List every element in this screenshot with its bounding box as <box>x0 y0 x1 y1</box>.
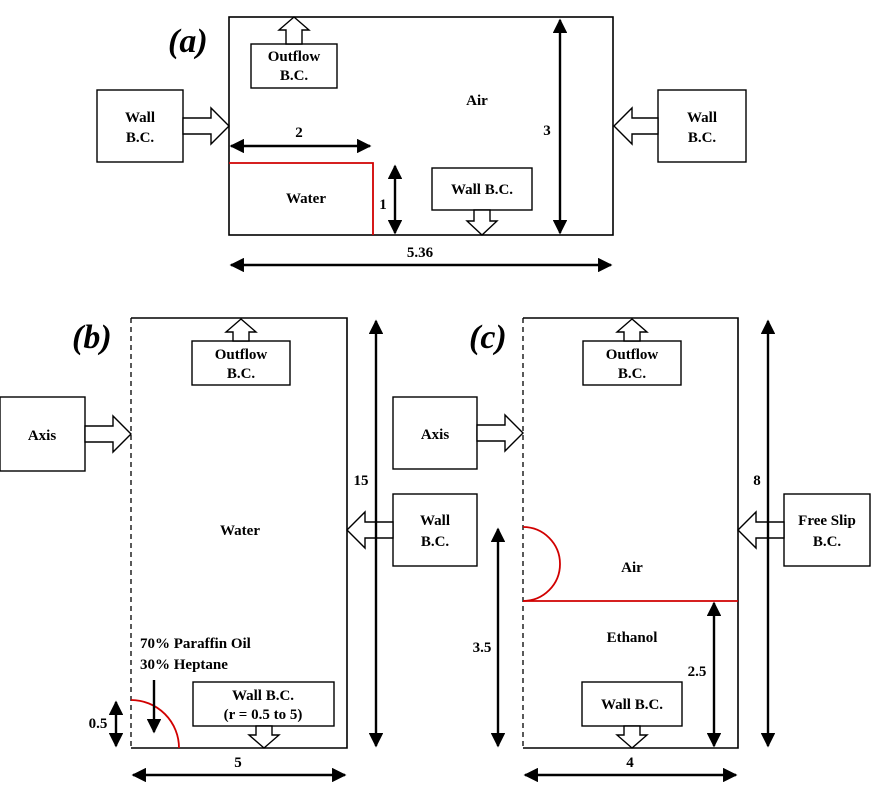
panel-b-dim-drop-label: 0.5 <box>89 716 108 732</box>
panel-a-left-wall-arrow-icon <box>182 106 230 146</box>
panel-b-tag: (b) <box>72 319 112 356</box>
panel-b-bottom-wall-line2: (r = 0.5 to 5) <box>224 707 303 723</box>
panel-a-bottom-wall-box <box>431 167 533 211</box>
panel-c-outflow-line2: B.C. <box>618 366 647 382</box>
panel-b-droplet-interface <box>130 699 180 749</box>
panel-c-dim-height-label: 8 <box>753 473 761 489</box>
panel-c: (c) Air Ethanol Outflow B.C. Axis Free S… <box>392 317 871 783</box>
panel-b-bottom-wall-arrow-icon <box>247 725 281 749</box>
panel-a-left-wall-box <box>96 89 184 163</box>
panel-a-right-wall-line1: Wall <box>687 110 717 126</box>
panel-c-axis-label: Axis <box>421 427 450 443</box>
panel-a-outflow-box <box>250 43 338 89</box>
panel-a-air-label: Air <box>466 93 488 109</box>
panel-b-bottom-wall-box <box>192 681 335 727</box>
panel-a-dim-water-height-label: 1 <box>379 197 387 213</box>
panel-b-outflow-box <box>191 340 291 386</box>
panel-a-bottom-wall-arrow-icon <box>465 209 499 236</box>
panel-b: (b) Water Outflow B.C. Axis Wall B.C. Wa… <box>0 317 478 783</box>
panel-a-tag: (a) <box>168 23 208 60</box>
panel-a-dim-width-label: 5.36 <box>407 245 434 261</box>
panel-b-dim-width-label: 5 <box>234 755 242 771</box>
panel-b-axis-label: Axis <box>28 428 57 444</box>
panel-a-right-wall-arrow-icon <box>613 106 659 146</box>
panel-b-drop-label-line2: 30% Heptane <box>140 657 228 673</box>
panel-c-free-slip-box <box>783 493 871 567</box>
panel-b-right-wall-arrow-icon <box>346 510 394 550</box>
panel-a-water-interface <box>229 162 374 235</box>
panel-a-left-wall-line2: B.C. <box>126 130 155 146</box>
panel-c-dim-bubble-label: 3.5 <box>473 640 492 656</box>
panel-b-outflow-arrow-icon <box>224 318 258 342</box>
panel-b-drop-label-line1: 70% Paraffin Oil <box>140 636 251 652</box>
panel-a-outflow-line1: Outflow <box>268 49 321 65</box>
panel-a-dim-height-label: 3 <box>543 123 551 139</box>
panel-c-ethanol-label: Ethanol <box>607 630 658 646</box>
panel-b-right-wall-line1: Wall <box>420 513 450 529</box>
panel-b-outflow-line1: Outflow <box>215 347 268 363</box>
panel-c-free-slip-line2: B.C. <box>813 534 842 550</box>
panel-c-dim-width-label: 4 <box>626 755 634 771</box>
panel-b-bottom-wall-line1: Wall B.C. <box>232 688 294 704</box>
panel-a-left-wall-line1: Wall <box>125 110 155 126</box>
panel-b-dim-height-label: 15 <box>354 473 369 489</box>
panel-c-bubble-interface <box>522 526 561 602</box>
panel-c-dim-liquid-label: 2.5 <box>688 664 707 680</box>
panel-c-free-slip-arrow-icon <box>737 510 785 550</box>
panel-c-tag: (c) <box>469 319 507 356</box>
panel-b-right-wall-line2: B.C. <box>421 534 450 550</box>
panel-a-water-label: Water <box>286 191 326 207</box>
panel-b-water-label: Water <box>220 523 260 539</box>
panel-c-axis-arrow-icon <box>476 413 524 453</box>
panel-a-outflow-line2: B.C. <box>280 68 309 84</box>
panel-a-right-wall-line2: B.C. <box>688 130 717 146</box>
panel-c-bottom-wall-arrow-icon <box>615 725 649 749</box>
panel-c-air-label: Air <box>621 560 643 576</box>
panel-c-free-slip-line1: Free Slip <box>798 513 856 529</box>
panel-c-outflow-line1: Outflow <box>606 347 659 363</box>
panel-c-bottom-wall-label: Wall B.C. <box>601 697 663 713</box>
panel-a-dim-water-width-label: 2 <box>295 125 303 141</box>
panel-a-outflow-arrow-icon <box>277 16 311 45</box>
panel-b-domain <box>131 317 348 749</box>
panel-a-right-wall-box <box>657 89 747 163</box>
panel-c-outflow-arrow-icon <box>615 318 649 342</box>
panel-a-bottom-wall-label: Wall B.C. <box>451 182 513 198</box>
panel-b-right-wall-box <box>392 493 478 567</box>
panel-b-axis-arrow-icon <box>84 414 132 454</box>
panel-b-outflow-line2: B.C. <box>227 366 256 382</box>
panel-a: (a) Water Air Outflow B.C. Wall B.C. Wal… <box>96 16 747 273</box>
panel-c-domain <box>523 317 739 749</box>
panel-b-axis-box <box>0 396 86 472</box>
